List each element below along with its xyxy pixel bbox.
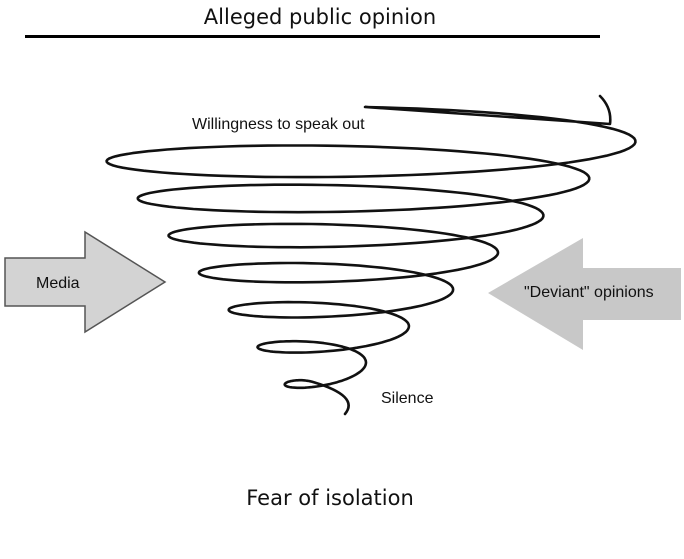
title-underline [25,35,600,38]
willingness-label: Willingness to speak out [192,116,365,133]
deviant-opinions-arrow [488,238,681,350]
diagram-footer: Fear of isolation [246,486,414,510]
media-label: Media [36,275,80,292]
diagram-title: Alleged public opinion [203,5,437,29]
spiral-line [105,94,637,416]
media-arrow [4,230,167,334]
silence-label: Silence [381,390,434,407]
deviant-opinions-label: "Deviant" opinions [524,284,654,301]
